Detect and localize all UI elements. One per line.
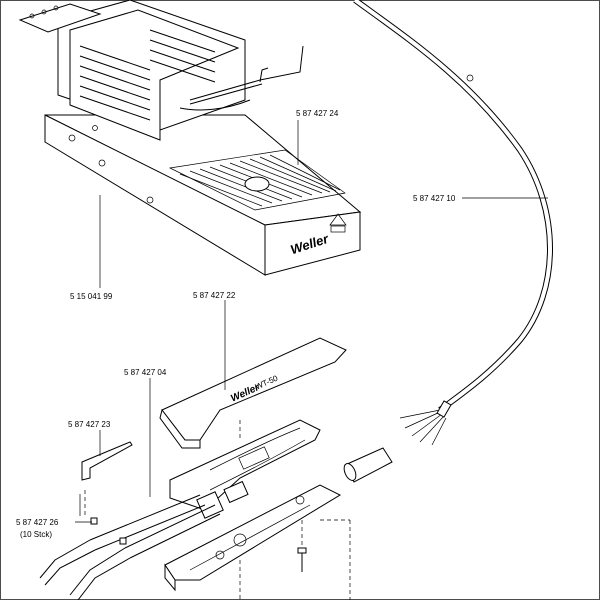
leader-lines [75, 120, 548, 523]
screw-left [90, 517, 127, 545]
callout-handle-body: 5 87 427 04 [124, 368, 167, 377]
bottom-shell [164, 484, 342, 592]
holder-cage [18, 0, 304, 141]
sponge-hole [244, 176, 270, 192]
callout-cable: 5 87 427 10 [413, 194, 456, 203]
callout-hex-key: 5 87 427 23 [68, 420, 111, 429]
screw-bottom [297, 547, 307, 572]
nose-sleeve [343, 447, 393, 483]
cage-slots [79, 29, 216, 121]
stand-base: Weller [44, 114, 362, 276]
callout-screw-set-note: (10 Stck) [20, 530, 52, 539]
hex-key [81, 441, 133, 481]
warning-symbol [329, 213, 347, 233]
callout-stand-base: 5 15 041 99 [70, 292, 113, 301]
assembly-lines [84, 420, 351, 600]
callout-handle-cover: 5 87 427 22 [193, 291, 236, 300]
handle-body [39, 419, 321, 600]
callout-screw-set: 5 87 427 26 [16, 518, 59, 527]
sponge-ribs [179, 154, 341, 207]
cable [353, 0, 553, 446]
callout-holder-bracket: 5 87 427 24 [296, 109, 339, 118]
